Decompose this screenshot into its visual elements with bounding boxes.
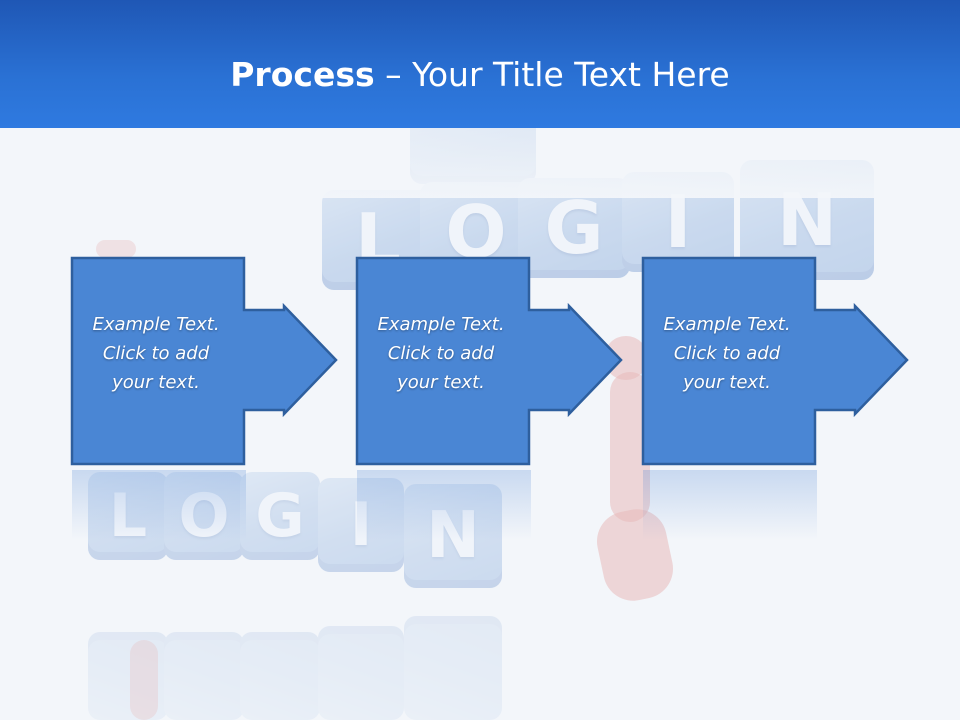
- lower-cube-n: N: [404, 484, 502, 588]
- figure-left-reflection: [130, 640, 158, 720]
- header-band: [0, 0, 960, 128]
- reflection-cube: [318, 626, 404, 720]
- step-text-line: your text.: [112, 372, 200, 393]
- lower-cube-o: O: [164, 472, 244, 560]
- slide-title[interactable]: Process – Your Title Text Here: [0, 52, 960, 98]
- step-text-line: Click to add: [387, 343, 495, 364]
- reflection-cube: [240, 632, 320, 720]
- step-text-line: Click to add: [102, 343, 210, 364]
- figure-left-hand: [96, 240, 136, 258]
- step-text: Example Text. Click to add your text.: [361, 310, 521, 397]
- step-reflection: [357, 470, 531, 540]
- step-reflection: [643, 470, 817, 540]
- arrow-box-shape: [641, 256, 909, 466]
- step-text: Example Text. Click to add your text.: [647, 310, 807, 397]
- step-text-line: your text.: [683, 372, 771, 393]
- arrow-box-shape: [70, 256, 338, 466]
- step-reflection: [72, 470, 246, 540]
- arrow-box-shape: [355, 256, 623, 466]
- lower-cube-l: L: [88, 472, 168, 560]
- title-bold: Process: [230, 55, 375, 94]
- process-step-3[interactable]: Example Text. Click to add your text.: [641, 256, 909, 468]
- lower-cube-g: G: [240, 472, 320, 560]
- header-fade: [0, 128, 960, 198]
- step-text-line: Example Text.: [377, 314, 505, 335]
- process-step-1[interactable]: Example Text. Click to add your text.: [70, 256, 338, 468]
- title-rest: – Your Title Text Here: [374, 55, 730, 94]
- reflection-cube: [404, 616, 502, 720]
- step-text-line: Click to add: [673, 343, 781, 364]
- step-text-line: Example Text.: [663, 314, 791, 335]
- step-text-line: Example Text.: [92, 314, 220, 335]
- process-step-2[interactable]: Example Text. Click to add your text.: [355, 256, 623, 468]
- reflection-cube: [164, 632, 244, 720]
- lower-cube-i: I: [318, 478, 404, 572]
- step-text: Example Text. Click to add your text.: [76, 310, 236, 397]
- step-text-line: your text.: [397, 372, 485, 393]
